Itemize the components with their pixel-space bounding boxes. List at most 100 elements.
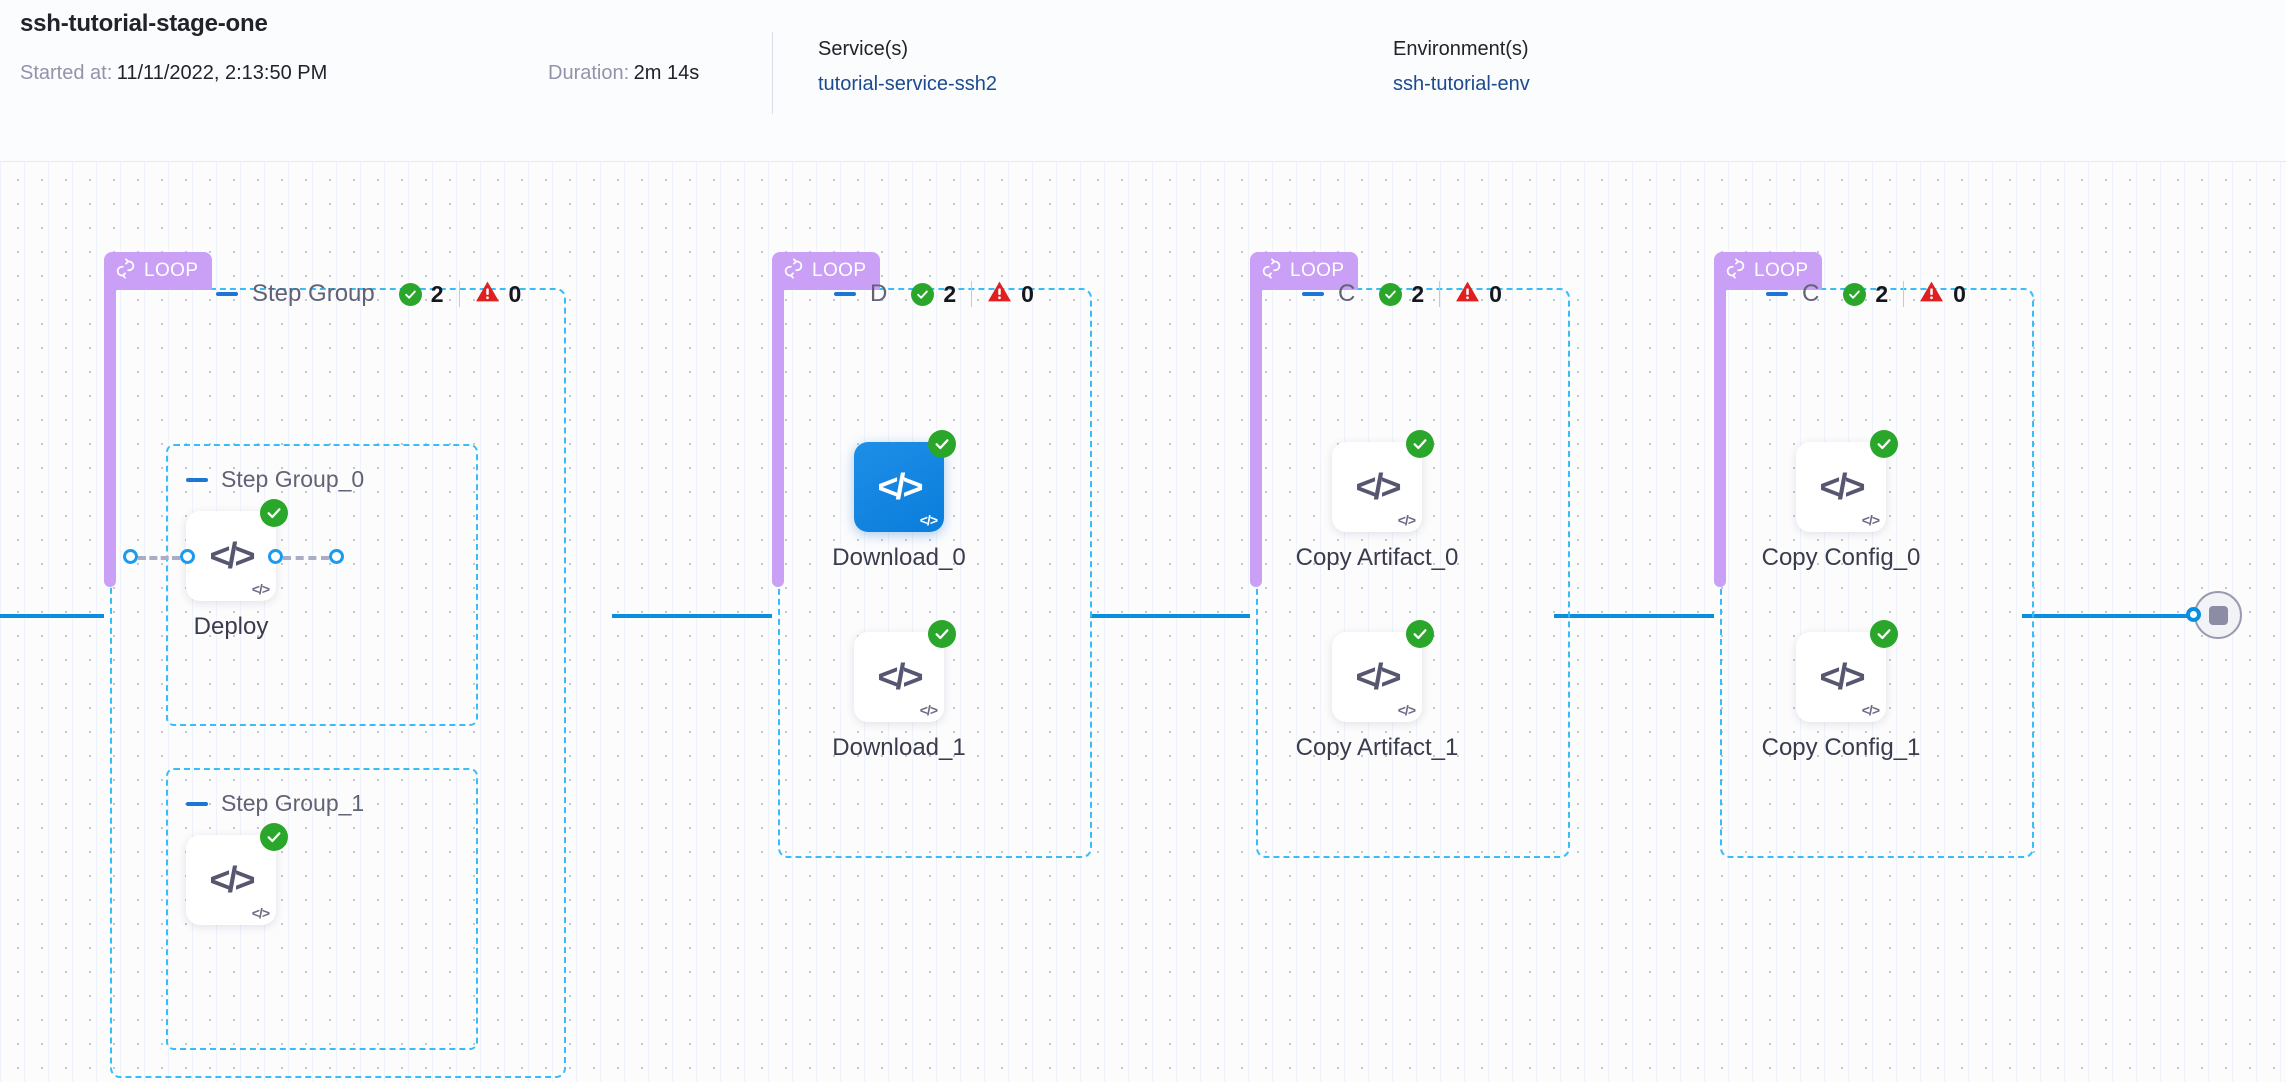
shell-script-icon: </> xyxy=(251,905,270,921)
subgroup-header-0[interactable]: Step Group_0 xyxy=(186,466,364,493)
error-count: 0 xyxy=(508,280,522,307)
loop-spine xyxy=(1714,282,1726,587)
loop-spine xyxy=(104,282,116,587)
collapse-toggle-icon[interactable] xyxy=(1766,292,1788,296)
subgroup-title: Step Group_1 xyxy=(221,790,365,816)
step-node-box[interactable]: </> </> xyxy=(186,835,276,925)
group-counts: 2 0 xyxy=(1379,280,1502,308)
group-title: Step Group xyxy=(252,280,375,307)
loop-badge: LOOP xyxy=(1250,252,1359,290)
group-header[interactable]: D 2 0 xyxy=(834,280,1034,308)
collapse-toggle-icon[interactable] xyxy=(216,292,238,296)
status-badge-success xyxy=(1406,620,1434,648)
pipeline-end-stop-button[interactable] xyxy=(2194,591,2242,639)
success-check-icon xyxy=(1379,282,1403,306)
connector-dot-left-outer[interactable] xyxy=(123,549,138,564)
step-node-copy-artifact-0[interactable]: </> </> Copy Artifact_0 xyxy=(1296,430,1458,571)
group-header[interactable]: Step Group 2 0 xyxy=(216,280,521,308)
count-separator xyxy=(1903,281,1905,307)
success-count: 2 xyxy=(943,280,957,307)
code-icon: </> xyxy=(877,466,923,507)
group-header[interactable]: C 2 0 xyxy=(1302,280,1502,308)
step-node-download-1[interactable]: </> </> Download_1 xyxy=(832,620,966,761)
shell-script-icon: </> xyxy=(1861,702,1880,718)
code-icon: </> xyxy=(209,859,255,900)
loop-badge-label: LOOP xyxy=(812,260,867,281)
environments-value[interactable]: ssh-tutorial-env xyxy=(1393,73,1530,95)
step-node-label: Deploy xyxy=(193,613,269,640)
group-counts: 2 0 xyxy=(911,280,1034,308)
connector-dot-right-outer[interactable] xyxy=(329,549,344,564)
step-node-deploy[interactable]: </> </> Deploy xyxy=(186,499,288,640)
shell-script-icon: </> xyxy=(1397,512,1416,528)
status-badge-success xyxy=(260,499,288,527)
error-count: 0 xyxy=(1021,280,1034,307)
code-icon: </> xyxy=(1819,466,1865,507)
count-separator xyxy=(971,281,973,307)
loop-badge-label: LOOP xyxy=(1754,260,1809,281)
pipeline-canvas[interactable]: LOOP Step Group 2 0 xyxy=(0,162,2286,1082)
loop-icon xyxy=(783,258,804,284)
duration-label: Duration: xyxy=(548,62,630,84)
collapse-toggle-icon[interactable] xyxy=(186,801,208,806)
dashed-link-left xyxy=(138,556,180,560)
step-node-box[interactable]: </> </> xyxy=(1796,632,1886,722)
connector-dot-right-inner[interactable] xyxy=(268,549,283,564)
step-node-box[interactable]: </> </> xyxy=(1332,632,1422,722)
success-count: 2 xyxy=(1875,280,1889,307)
services-value[interactable]: tutorial-service-ssh2 xyxy=(818,73,997,95)
code-icon: </> xyxy=(877,656,923,697)
connector-line-2 xyxy=(1090,614,1250,618)
connector-line-start xyxy=(0,614,104,618)
subgroup-title: Step Group_0 xyxy=(221,466,365,492)
collapse-toggle-icon[interactable] xyxy=(186,477,208,482)
step-node-copy-artifact-1[interactable]: </> </> Copy Artifact_1 xyxy=(1296,620,1458,761)
environments-label: Environment(s) xyxy=(1393,38,1529,60)
step-node-box[interactable]: </> </> xyxy=(1332,442,1422,532)
end-connector-dot[interactable] xyxy=(2186,607,2201,622)
group-header[interactable]: C 2 0 xyxy=(1766,280,1966,308)
connector-line-1 xyxy=(612,614,772,618)
code-icon: </> xyxy=(209,535,255,576)
step-node-box[interactable]: </> </> xyxy=(1796,442,1886,532)
step-node-box[interactable]: </> </> xyxy=(186,511,276,601)
connector-dot-left-inner[interactable] xyxy=(180,549,195,564)
services-label: Service(s) xyxy=(818,38,909,60)
step-node-box[interactable]: </> </> xyxy=(854,442,944,532)
subgroup-boundary-0 xyxy=(166,444,478,726)
shell-script-icon: </> xyxy=(251,581,270,597)
subgroup-header-1[interactable]: Step Group_1 xyxy=(186,790,364,817)
started-at-value: 11/11/2022, 2:13:50 PM xyxy=(116,62,328,84)
stop-icon xyxy=(2208,605,2228,625)
success-check-icon xyxy=(911,282,935,306)
group-title: D xyxy=(870,280,888,307)
loop-icon xyxy=(1725,258,1746,284)
connector-line-3 xyxy=(1554,614,1714,618)
collapse-toggle-icon[interactable] xyxy=(1302,292,1324,296)
shell-script-icon: </> xyxy=(1861,512,1880,528)
success-check-icon xyxy=(1843,282,1867,306)
connector-line-end xyxy=(2022,614,2202,618)
step-node-label: Download_1 xyxy=(832,734,966,761)
error-warning-icon xyxy=(987,280,1012,308)
error-warning-icon xyxy=(1455,280,1480,308)
status-badge-success xyxy=(928,620,956,648)
services-block: Service(s) tutorial-service-ssh2 xyxy=(818,38,997,96)
loop-badge: LOOP xyxy=(104,252,213,290)
success-check-icon xyxy=(398,282,422,306)
loop-icon xyxy=(115,258,136,284)
step-node-deploy-2[interactable]: </> </> xyxy=(186,823,288,925)
step-node-copy-config-0[interactable]: </> </> Copy Config_0 xyxy=(1762,430,1920,571)
started-at-label: Started at: xyxy=(20,62,113,84)
step-node-download-0[interactable]: </> </> Download_0 xyxy=(832,430,966,571)
error-warning-icon xyxy=(1919,280,1944,308)
collapse-toggle-icon[interactable] xyxy=(834,292,856,296)
step-node-box[interactable]: </> </> xyxy=(854,632,944,722)
shell-script-icon: </> xyxy=(1397,702,1416,718)
stage-header: ssh-tutorial-stage-one Started at: 11/11… xyxy=(0,0,2286,162)
code-icon: </> xyxy=(1819,656,1865,697)
group-boundary xyxy=(1256,288,1570,858)
status-badge-success xyxy=(1870,430,1898,458)
group-boundary xyxy=(1720,288,2034,858)
step-node-copy-config-1[interactable]: </> </> Copy Config_1 xyxy=(1762,620,1920,761)
